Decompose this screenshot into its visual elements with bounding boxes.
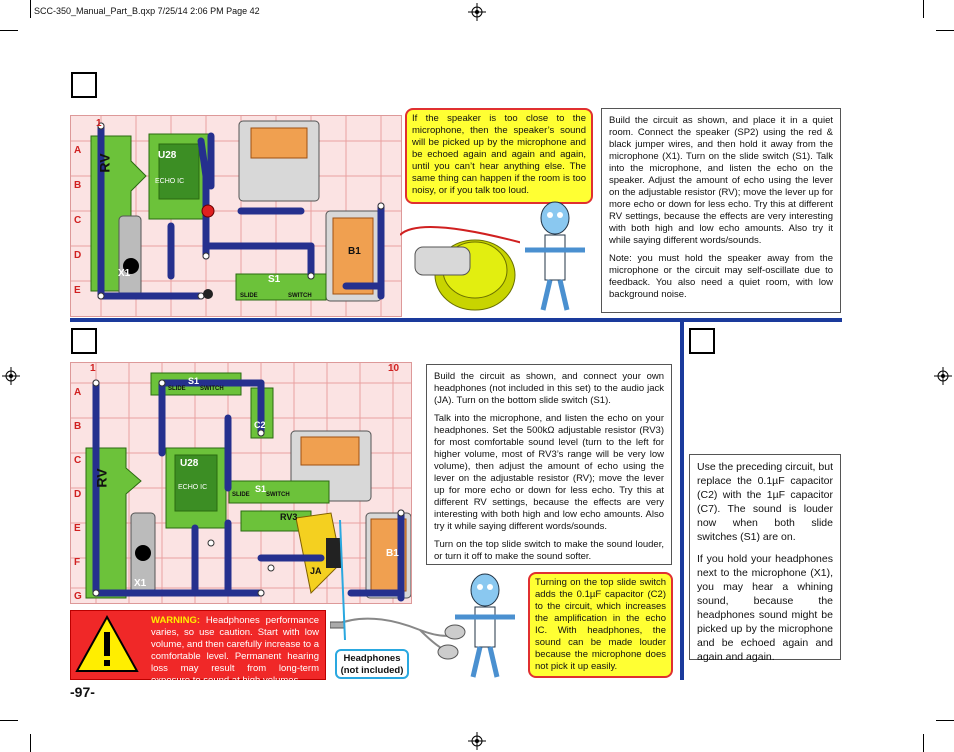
print-slug: SCC-350_Manual_Part_B.qxp 7/25/14 2:06 P… bbox=[34, 6, 260, 16]
row-label: E bbox=[74, 523, 81, 534]
paragraph: Turn on the top slide switch to make the… bbox=[434, 539, 664, 562]
col-label: 10 bbox=[388, 363, 400, 374]
warning-box: WARNING: Headphones performance varies, … bbox=[70, 610, 326, 686]
part-label-rv3: RV3 bbox=[280, 512, 298, 522]
crop-mark bbox=[936, 720, 954, 721]
part-label-s1-top: S1 bbox=[188, 376, 200, 386]
crop-mark bbox=[936, 30, 954, 31]
part-label-switch: SWITCH bbox=[288, 293, 312, 299]
part-label-echo-bottom: ECHO IC bbox=[178, 484, 208, 491]
speaker-icon bbox=[400, 226, 520, 311]
part-label-s1: S1 bbox=[268, 274, 281, 285]
circuit-board-top bbox=[70, 115, 402, 317]
paragraph: Use the preceding circuit, but replace t… bbox=[697, 461, 833, 543]
capacitor-callout: Turning on the top slide switch adds the… bbox=[528, 572, 673, 678]
part-label-slide-top: SLIDE bbox=[168, 386, 186, 392]
col-label: 1 bbox=[90, 363, 96, 374]
row-label: B bbox=[74, 421, 82, 432]
part-label-echo: ECHO IC bbox=[155, 178, 185, 185]
column-divider bbox=[680, 318, 684, 680]
part-label-u28-bottom: U28 bbox=[180, 458, 199, 469]
warning-label: WARNING: bbox=[151, 615, 201, 626]
part-label-u28: U28 bbox=[158, 150, 177, 161]
row-label: E bbox=[74, 285, 81, 296]
crop-mark bbox=[30, 0, 31, 18]
warning-triangle-icon bbox=[75, 614, 139, 672]
crop-mark bbox=[923, 0, 924, 18]
part-label-x1-bottom: X1 bbox=[134, 578, 147, 589]
row-labels-top: A B C D E bbox=[74, 133, 81, 308]
top-instructions: Build the circuit as shown, and place it… bbox=[601, 108, 841, 313]
part-label-x1: X1 bbox=[118, 268, 131, 279]
crop-mark bbox=[30, 734, 31, 752]
paragraph: Talk into the microphone, and listen the… bbox=[434, 413, 664, 532]
col-labels-bottom-end: 10 bbox=[388, 363, 399, 374]
section-divider bbox=[70, 318, 842, 322]
headphones-icon bbox=[330, 617, 466, 660]
part-label-slide: SLIDE bbox=[240, 293, 258, 299]
registration-mark-icon bbox=[934, 367, 952, 385]
crop-mark bbox=[0, 720, 18, 721]
warning-text: Headphones performance varies, so use ca… bbox=[151, 615, 319, 686]
part-label-s1-bottom: S1 bbox=[255, 484, 267, 494]
paragraph: Build the circuit as shown, and place it… bbox=[609, 115, 833, 246]
bottom-instructions: Build the circuit as shown, and connect … bbox=[426, 364, 672, 565]
variant-instructions: Use the preceding circuit, but replace t… bbox=[689, 454, 841, 663]
row-label: F bbox=[74, 557, 81, 568]
paragraph: Build the circuit as shown, and connect … bbox=[434, 371, 664, 406]
part-label-c2: C2 bbox=[254, 420, 266, 430]
project-number-box bbox=[71, 72, 97, 98]
row-label: B bbox=[74, 180, 82, 191]
registration-mark-icon bbox=[468, 732, 486, 750]
crop-mark bbox=[0, 30, 18, 31]
paragraph: Note: you must hold the speaker away fro… bbox=[609, 253, 833, 300]
part-label-b1-bottom: B1 bbox=[386, 548, 399, 559]
col-labels-top: 1 bbox=[96, 118, 102, 129]
part-label-slide-bottom: SLIDE bbox=[232, 492, 250, 498]
row-label: G bbox=[74, 591, 82, 602]
part-label-ja: JA bbox=[310, 566, 322, 576]
row-label: D bbox=[74, 250, 82, 261]
robot-mascot-icon bbox=[525, 201, 585, 311]
row-labels-bottom: A B C D E F G bbox=[74, 376, 82, 614]
circuit-board-bottom bbox=[70, 362, 412, 604]
row-label: C bbox=[74, 215, 82, 226]
row-label: D bbox=[74, 489, 82, 500]
col-labels-bottom: 1 bbox=[90, 363, 96, 374]
part-label-b1: B1 bbox=[348, 246, 361, 257]
col-label: 1 bbox=[96, 118, 102, 129]
page-number: -97- bbox=[70, 684, 95, 700]
part-label-rv: RV bbox=[96, 153, 113, 173]
registration-mark-icon bbox=[2, 367, 20, 385]
part-label-switch-top: SWITCH bbox=[200, 386, 224, 392]
project-number-box bbox=[71, 328, 97, 354]
robot-mascot-icon bbox=[455, 573, 515, 678]
row-label: C bbox=[74, 455, 82, 466]
circuit-diagram-top bbox=[71, 116, 401, 316]
crop-mark bbox=[923, 734, 924, 752]
circuit-diagram-bottom bbox=[71, 363, 411, 603]
part-label-rv-bottom: RV bbox=[93, 468, 110, 488]
paragraph: If you hold your headphones next to the … bbox=[697, 553, 833, 663]
feedback-callout: If the speaker is too close to the micro… bbox=[405, 108, 593, 204]
headphones-label: Headphones (not included) bbox=[335, 649, 409, 679]
row-label: A bbox=[74, 145, 82, 156]
audio-cable-icon bbox=[339, 520, 346, 640]
project-number-box bbox=[689, 328, 715, 354]
registration-mark-icon bbox=[468, 3, 486, 21]
part-label-switch-bottom: SWITCH bbox=[266, 492, 290, 498]
row-label: A bbox=[74, 387, 82, 398]
